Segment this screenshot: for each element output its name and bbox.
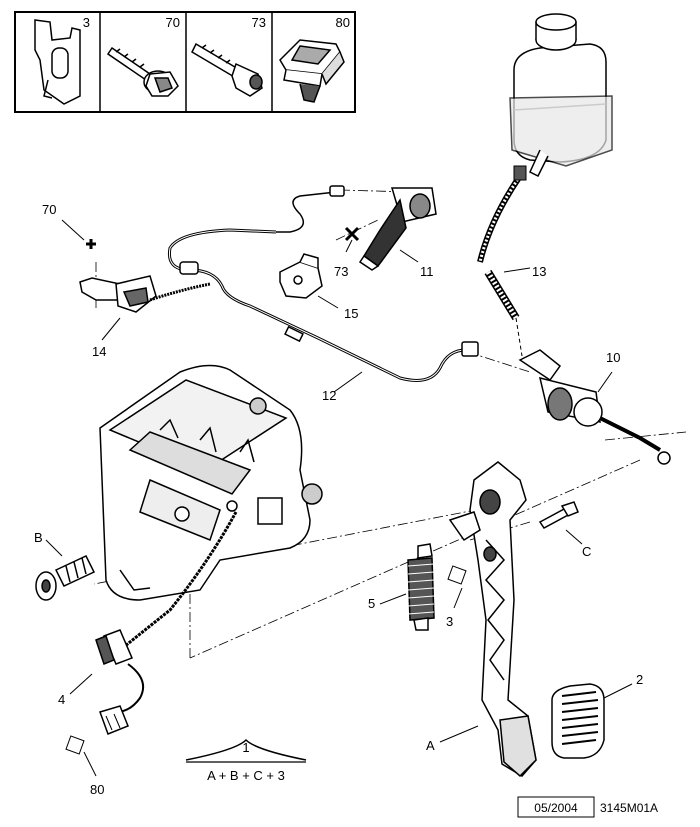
box-number-3: 3	[83, 15, 90, 30]
callout-2: 2	[636, 672, 643, 687]
callout-a: A	[426, 738, 435, 753]
callout-14: 14	[92, 344, 106, 359]
part-80-marker	[65, 735, 85, 755]
switch-harness	[95, 511, 238, 735]
callout-15: 15	[344, 306, 358, 321]
clutch-pedal-arm	[448, 461, 537, 778]
callout-5: 5	[368, 596, 375, 611]
box-number-80: 80	[336, 15, 350, 30]
leader-lines	[45, 219, 633, 777]
callout-70: 70	[42, 202, 56, 217]
return-spring	[407, 543, 435, 631]
callout-12: 12	[322, 388, 336, 403]
parts-box: 3 70 73 80	[14, 11, 356, 113]
footer: 05/2004 3145M01A	[517, 796, 658, 818]
callout-labels: 70 73 11 13 14 15 12 10 B C 5 3 2 A 4 80…	[34, 202, 643, 797]
clip-icon	[34, 19, 81, 105]
fluid-reservoir	[509, 13, 613, 178]
callout-3: 3	[446, 614, 453, 629]
connector-plug-icon	[279, 39, 345, 103]
torque-marker-70	[86, 239, 96, 249]
callout-10: 10	[606, 350, 620, 365]
pivot-shaft-b	[35, 555, 96, 601]
kit-brace	[185, 738, 307, 761]
callout-73: 73	[334, 264, 348, 279]
pivot-pin-c	[538, 501, 579, 529]
pedal-box	[99, 364, 323, 601]
footer-date: 05/2004	[534, 801, 578, 815]
callout-b: B	[34, 530, 43, 545]
callout-c: C	[582, 544, 591, 559]
hydraulic-pipe	[167, 191, 467, 382]
harness-bracket	[79, 275, 157, 313]
box-number-73: 73	[252, 15, 266, 30]
callout-80: 80	[90, 782, 104, 797]
part-3-marker	[447, 565, 467, 585]
master-cylinder	[518, 349, 671, 465]
bracket-harness	[149, 282, 211, 302]
callout-4: 4	[58, 692, 65, 707]
socket-cap-screw-icon	[191, 42, 263, 97]
box-number-70: 70	[166, 15, 180, 30]
reservoir-hose	[477, 174, 523, 357]
torque-marker-73	[344, 226, 360, 242]
pipe-clip	[279, 253, 323, 299]
callout-11: 11	[420, 264, 434, 279]
pedal-pad	[551, 683, 605, 759]
slave-cylinder	[358, 187, 437, 271]
kit-number: 1	[242, 740, 249, 755]
flange-bolt-icon	[106, 46, 179, 97]
footer-date-box	[517, 796, 595, 818]
pipe-fittings	[179, 185, 479, 357]
callout-13: 13	[532, 264, 546, 279]
kit-formula: A + B + C + 3	[207, 768, 285, 783]
footer-reference: 3145M01A	[600, 801, 658, 815]
